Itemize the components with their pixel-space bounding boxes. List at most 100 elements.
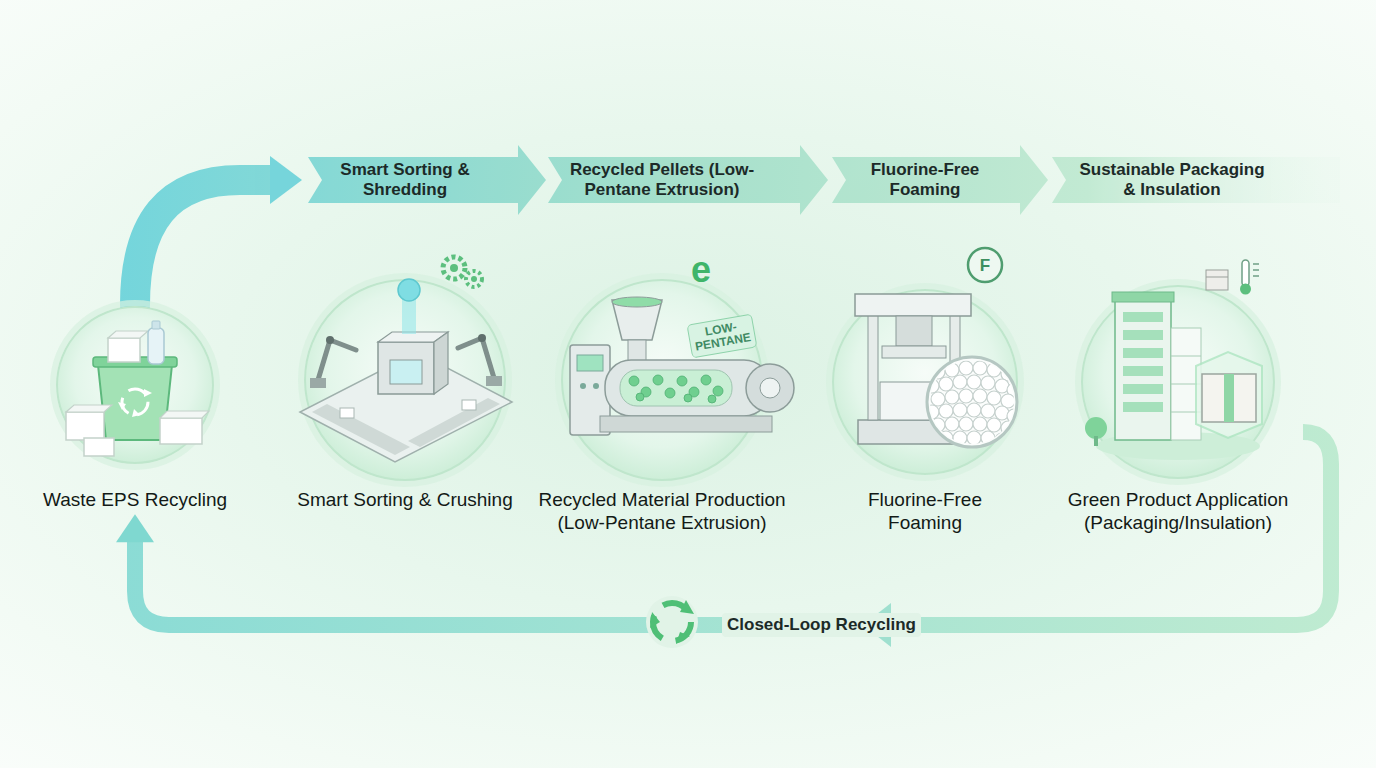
sorting-machine-icon [326, 336, 334, 344]
stage-circle [833, 290, 1017, 474]
foaming-press-icon [981, 376, 995, 390]
foaming-press-icon [1001, 421, 1015, 435]
sorting-machine-icon [408, 398, 500, 447]
green-building-icon [1196, 352, 1262, 438]
recycling-bin-icon [148, 328, 164, 364]
foaming-press-icon [953, 403, 967, 417]
sorting-machine-icon [378, 342, 434, 394]
band-label: Fluorine-Free Foaming [855, 160, 995, 199]
sorting-machine-icon [434, 332, 448, 394]
logo-letter: F [973, 257, 997, 274]
connector-label: Closed-Loop Recycling [722, 613, 921, 637]
foaming-press-icon [995, 433, 1009, 447]
green-building-icon [1123, 330, 1163, 340]
foaming-press-icon [931, 418, 945, 432]
foaming-press-icon [927, 357, 1017, 447]
recycle-icon [646, 596, 698, 648]
stage-circle [829, 286, 1021, 478]
stage-label: Recycled Material Production (Low-Pentan… [517, 488, 807, 534]
recycling-bin-icon [108, 338, 140, 362]
flow-band [1052, 157, 1340, 203]
foaming-press-icon [959, 417, 973, 431]
arrow-head [116, 514, 154, 542]
stage-label: Waste EPS Recycling [20, 488, 250, 511]
recycling-bin-icon [132, 409, 140, 417]
sorting-machine-icon [458, 338, 494, 378]
sorting-machine-icon [486, 376, 502, 386]
extruder-icon [713, 386, 723, 396]
stage-circle [53, 303, 217, 467]
foaming-press-icon [925, 379, 939, 393]
extruder-icon [708, 395, 716, 403]
foaming-press-icon [987, 418, 1001, 432]
foaming-press-icon [981, 404, 995, 418]
flow-band [832, 145, 1048, 215]
band-label: Recycled Pellets (Low-Pentane Extrusion) [550, 160, 775, 199]
foaming-press-icon [855, 248, 1021, 447]
sorting-machine-icon [478, 334, 486, 342]
stage-label: Smart Sorting & Crushing [283, 488, 528, 511]
recycle-icon [676, 632, 690, 644]
band-label: Sustainable Packaging & Insulation [1073, 160, 1271, 199]
recycling-bin-icon [66, 412, 104, 440]
extruder-icon [570, 297, 794, 435]
green-building-icon [1123, 312, 1163, 322]
foaming-press-icon [945, 417, 959, 431]
green-building-icon [1224, 374, 1234, 422]
foaming-press-icon [987, 363, 1001, 377]
sorting-machine-icon [318, 340, 356, 380]
foaming-press-icon [882, 346, 946, 358]
recycling-bin-icon [144, 389, 152, 397]
green-building-icon [1206, 270, 1228, 290]
foaming-press-icon [967, 403, 981, 417]
stage-circle [57, 307, 213, 463]
green-building-icon [1115, 300, 1171, 440]
recycling-bin-icon [160, 411, 209, 418]
stage-node: Recycled Material Production (Low-Pentan… [517, 280, 807, 534]
stage-node: Green Product Application (Packaging/Ins… [1053, 286, 1303, 534]
foaming-press-icon [925, 405, 939, 419]
foaming-press-icon [939, 431, 953, 445]
foaming-press-icon [981, 431, 995, 445]
recycling-bin-icon [66, 321, 209, 456]
band-label: Smart Sorting & Shredding [315, 160, 495, 199]
recycle-icon [650, 612, 660, 628]
foaming-press-icon [868, 312, 878, 420]
foaming-press-icon [968, 248, 1002, 282]
extruder-icon [600, 416, 772, 432]
extruder-icon [701, 375, 711, 385]
foaming-press-icon [931, 392, 945, 406]
green-building-icon [1242, 260, 1249, 286]
green-building-icon [1123, 312, 1163, 412]
extruder-icon [593, 383, 599, 389]
sorting-machine-icon [300, 352, 512, 462]
logo-letter: e [684, 252, 718, 288]
extruder-icon [629, 375, 723, 403]
green-building-icon [1123, 402, 1163, 412]
extruder-icon [577, 355, 603, 371]
recycling-bin-icon [84, 438, 114, 456]
recycling-bin-icon [66, 405, 112, 412]
foaming-press-icon [967, 431, 981, 445]
recycling-bin-icon [108, 331, 148, 338]
sorting-machine-icon [450, 264, 458, 272]
foaming-press-icon [925, 361, 1021, 447]
flow-band [135, 180, 272, 305]
green-building-icon [1171, 356, 1201, 357]
recycling-bin-icon [160, 418, 202, 444]
foaming-press-icon [939, 404, 953, 418]
stage-circle [53, 276, 1278, 484]
extruder-icon [746, 364, 794, 412]
green-building-icon [1094, 436, 1098, 446]
foaming-press-icon [953, 431, 967, 445]
sorting-machine-icon [340, 408, 354, 418]
stage-circle [1082, 286, 1274, 478]
recycling-bin-icon [118, 402, 126, 410]
sorting-machine-icon [466, 271, 482, 287]
green-building-icon [1206, 277, 1228, 278]
stage-label: Fluorine-Free Foaming [845, 488, 1005, 534]
green-building-icon [1202, 374, 1256, 422]
extruder-icon [665, 388, 675, 398]
recycle-icon [680, 600, 694, 614]
